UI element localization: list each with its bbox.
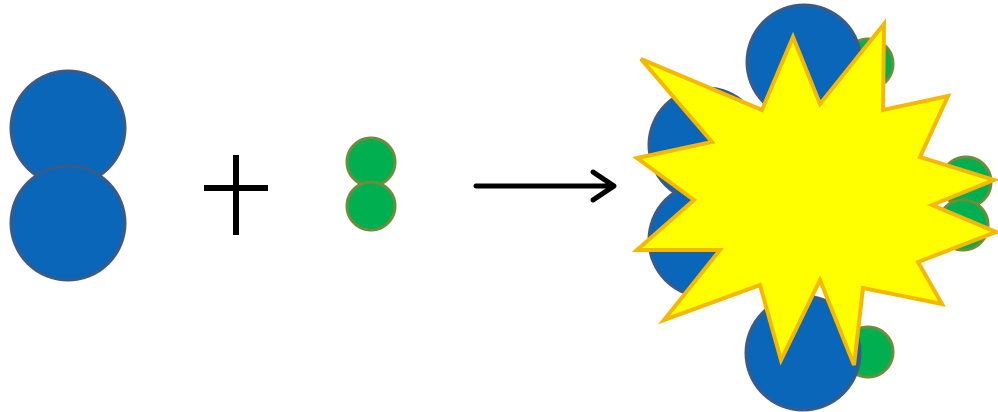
reaction-arrow (473, 169, 617, 203)
small-atom (345, 180, 397, 232)
small-atom (345, 136, 397, 188)
large-atom (9, 164, 127, 282)
arrow-head (590, 169, 617, 203)
reactant-small-molecule (345, 136, 397, 232)
plus-operator (204, 155, 268, 235)
product-group (631, 3, 998, 412)
reactant-large-molecule (9, 69, 127, 282)
explosion-burst (631, 18, 998, 366)
